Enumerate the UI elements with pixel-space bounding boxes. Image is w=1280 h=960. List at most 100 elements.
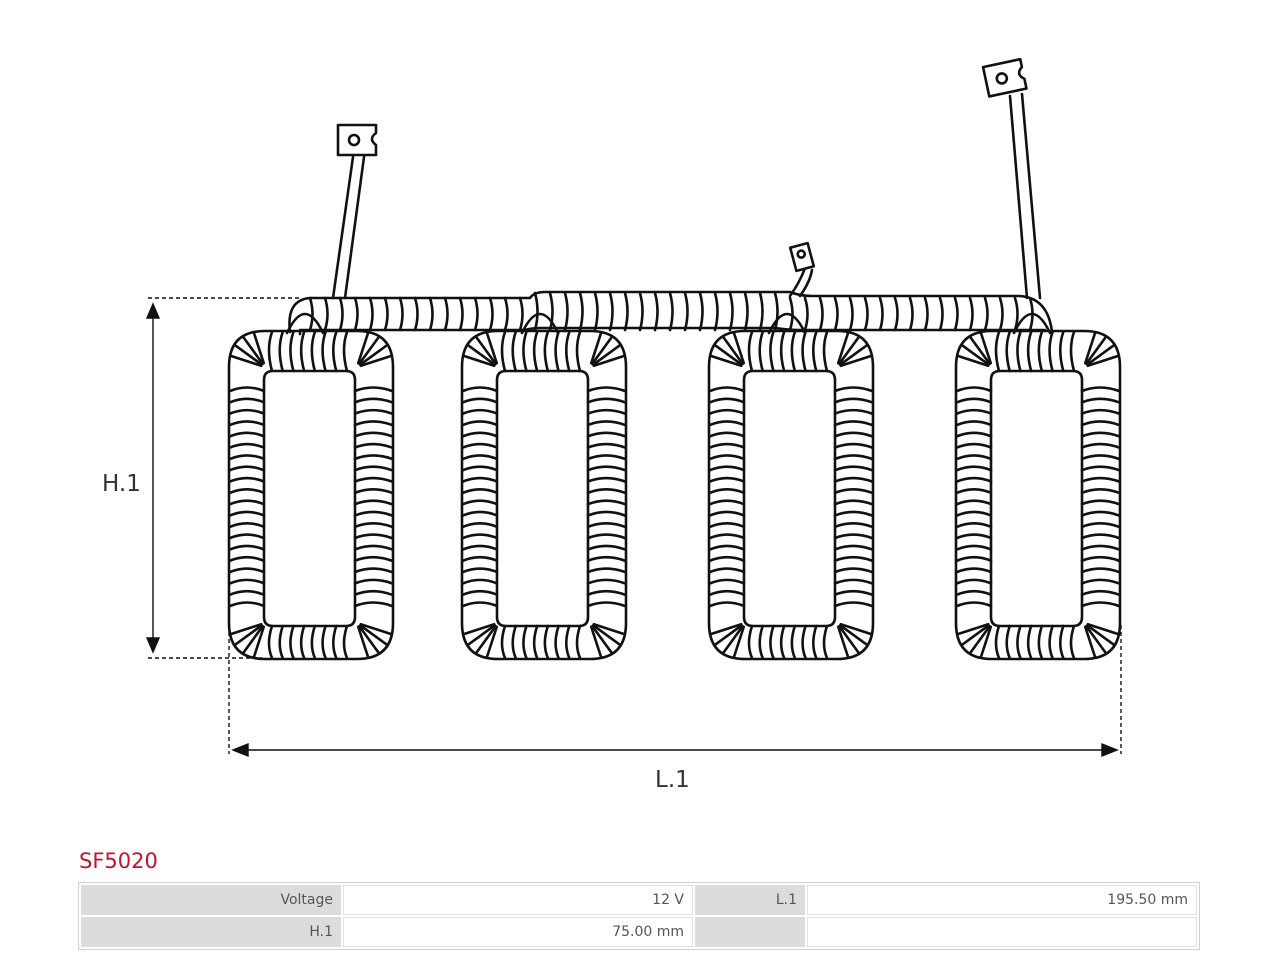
winding-turn: [289, 624, 295, 660]
winding-turn: [591, 344, 621, 366]
winding-turn: [500, 330, 507, 373]
winding-turn: [838, 344, 868, 366]
winding-turn: [461, 476, 499, 483]
winding-turn: [586, 499, 627, 506]
coil-window: [495, 369, 590, 628]
winding-turn: [461, 589, 499, 596]
winding-turn: [779, 330, 786, 373]
wire-joint: [1012, 312, 1052, 335]
winding-turn: [461, 465, 499, 472]
winding-turn: [353, 555, 394, 563]
winding-turn: [310, 624, 317, 660]
winding-turn: [592, 354, 626, 368]
winding-turn: [722, 624, 744, 654]
winding-turn: [822, 624, 829, 660]
winding-turn: [955, 567, 993, 574]
length-arrow-right: [1101, 742, 1119, 758]
wire-wrap: [428, 296, 434, 332]
winding-turn: [500, 624, 507, 660]
winding-turn: [838, 336, 860, 366]
winding-turn: [708, 601, 746, 608]
wire-wrap: [893, 296, 899, 332]
winding-turn: [358, 336, 380, 366]
winding-turn: [242, 624, 264, 654]
wire-joint: [767, 312, 807, 335]
lead-right: [1008, 92, 1042, 300]
winding-turn: [769, 624, 775, 660]
winding-turn: [833, 578, 874, 585]
wire-wrap: [368, 296, 374, 332]
winding-turn: [586, 544, 627, 551]
wire-wrap: [848, 296, 854, 332]
coil-outline: [954, 329, 1122, 661]
winding-turn: [955, 431, 993, 438]
winding-turn: [353, 499, 394, 506]
wire-wrap: [533, 291, 539, 332]
winding-turn: [732, 331, 746, 365]
coil-3: [707, 329, 875, 661]
winding-turn: [1048, 624, 1054, 660]
winding-turn: [591, 336, 613, 366]
winding-turn: [708, 521, 746, 529]
winding-turn: [586, 397, 627, 404]
winding-turn: [714, 344, 744, 366]
winding-turn: [1080, 454, 1121, 461]
winding-turn: [252, 331, 266, 365]
wire-wrap: [998, 296, 1004, 332]
coil-outline: [707, 329, 875, 661]
winding-turn: [955, 555, 993, 563]
winding-turn: [758, 624, 765, 660]
winding-turn: [310, 330, 317, 373]
winding-turn: [299, 624, 306, 660]
winding-turn: [708, 544, 746, 551]
winding-turn: [353, 420, 394, 427]
winding-turn: [955, 533, 993, 540]
field-coil-windings: [227, 329, 1122, 661]
winding-turn: [586, 601, 627, 608]
winding-turn: [708, 431, 746, 438]
winding-turn: [1080, 397, 1121, 404]
winding-turn: [1085, 624, 1115, 646]
winding-turn: [586, 567, 627, 574]
winding-turn: [1080, 476, 1121, 483]
winding-turn: [708, 454, 746, 461]
wire-wrap: [743, 291, 749, 332]
winding-turn: [708, 442, 746, 449]
winding-turn: [1058, 330, 1065, 373]
winding-turn: [955, 465, 993, 472]
winding-turn: [1080, 510, 1121, 517]
winding-turn: [833, 510, 874, 517]
winding-turn: [586, 431, 627, 438]
winding-turn: [833, 601, 874, 608]
winding-turn: [1080, 488, 1121, 495]
wire-wrap: [623, 291, 629, 332]
wire-wrap: [758, 291, 764, 332]
wire-wrap: [593, 291, 599, 332]
wire-wrap: [383, 296, 389, 332]
winding-turn: [955, 408, 993, 415]
winding-turn: [461, 454, 499, 461]
winding-turn: [543, 330, 550, 373]
winding-turn: [961, 344, 991, 366]
winding-turn: [359, 622, 393, 636]
winding-turn: [833, 431, 874, 438]
coil-1: [227, 329, 395, 661]
winding-turn: [955, 442, 993, 449]
winding-turn: [790, 330, 797, 373]
winding-turn: [228, 386, 266, 393]
winding-turn: [358, 344, 388, 366]
winding-turn: [461, 408, 499, 415]
winding-turn: [229, 622, 263, 636]
winding-turn: [229, 354, 263, 368]
winding-turn: [228, 476, 266, 483]
winding-turn: [1005, 330, 1012, 373]
wire-wrap: [938, 296, 944, 332]
winding-turn: [522, 624, 528, 660]
coil-window: [742, 369, 837, 628]
winding-turn: [462, 622, 496, 636]
wire-wrap: [803, 296, 809, 332]
winding-turn: [1080, 408, 1121, 415]
winding-turn: [461, 420, 499, 427]
wire-wrap: [713, 291, 719, 332]
winding-turn: [353, 521, 394, 529]
